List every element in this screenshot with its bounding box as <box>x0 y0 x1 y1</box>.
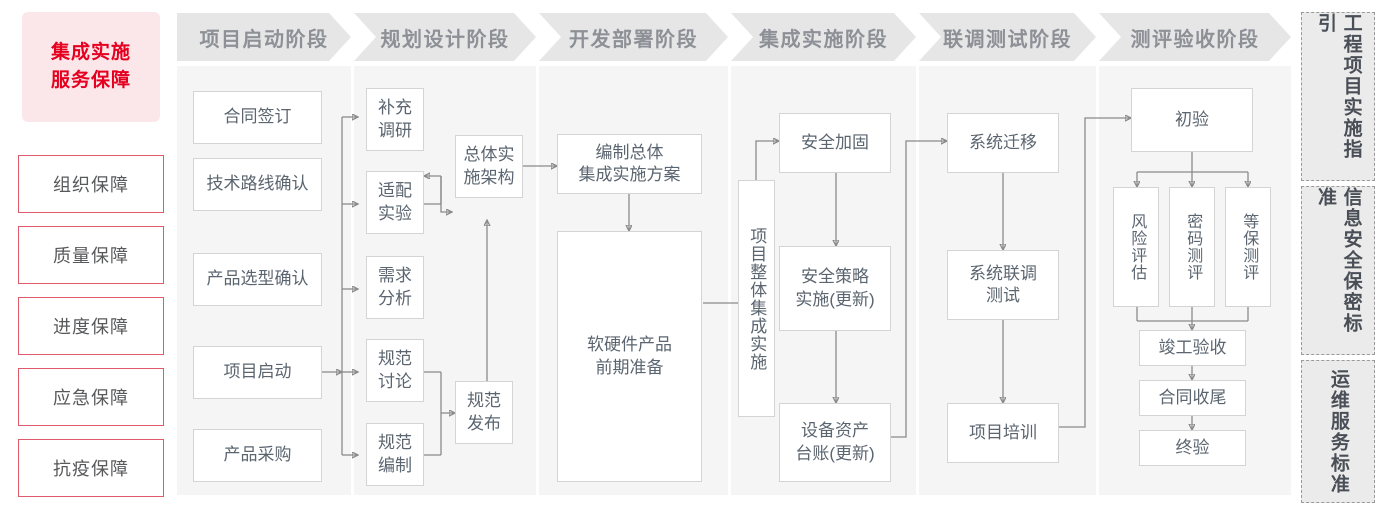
node-label: 安全加固 <box>801 132 869 152</box>
standard-label: 工程项目实施指引 <box>1315 13 1362 160</box>
node-label: 产品选型确认 <box>206 269 309 289</box>
standard-information-security-confidentiality[interactable]: 信息安全保密标准 <box>1301 186 1375 355</box>
rail-item-emergency[interactable]: 应急保障 <box>18 368 164 426</box>
node-label: 终验 <box>1175 437 1210 457</box>
node-label: 项目整体集成实施 <box>747 226 767 371</box>
phase-header-label: 开发部署阶段 <box>569 28 698 51</box>
node-project-kickoff[interactable]: 项目启动 <box>193 346 322 399</box>
rail-title-line2: 服务保障 <box>50 70 131 91</box>
node-label-line1: 系统联调 <box>969 263 1037 283</box>
node-label-line1: 规范 <box>378 433 412 453</box>
phase-header-label: 集成实施阶段 <box>759 28 888 51</box>
node-security-hardening[interactable]: 安全加固 <box>779 113 891 173</box>
rail-item-label: 进度保障 <box>53 317 129 337</box>
node-standard-release[interactable]: 规范发布 <box>455 381 513 444</box>
node-draft-overall-integration-plan[interactable]: 编制总体集成实施方案 <box>557 134 702 194</box>
node-label-line2: 施架构 <box>463 167 515 187</box>
node-completion-acceptance[interactable]: 竣工验收 <box>1139 330 1246 366</box>
node-label: 竣工验收 <box>1158 337 1227 357</box>
standard-label: 运维服务标准 <box>1327 368 1349 495</box>
node-label: 初验 <box>1175 109 1209 129</box>
node-label-line1: 需求 <box>378 266 412 286</box>
node-final-acceptance[interactable]: 终验 <box>1139 430 1246 466</box>
phase-header-3[interactable]: 开发部署阶段 <box>539 13 728 61</box>
node-label-line1: 补充 <box>378 98 412 118</box>
node-standard-discussion[interactable]: 规范讨论 <box>366 339 424 402</box>
rail-item-organization[interactable]: 组织保障 <box>18 155 164 213</box>
phase-header-5[interactable]: 联调测试阶段 <box>919 13 1096 61</box>
node-label-line2: 测试 <box>986 286 1020 305</box>
node-security-policy-implementation[interactable]: 安全策略实施(更新) <box>779 246 891 331</box>
node-contract-signing[interactable]: 合同签订 <box>193 91 322 144</box>
node-label: 合同收尾 <box>1158 387 1227 407</box>
rail-item-label: 抗疫保障 <box>53 459 129 479</box>
node-label-line1: 安全策略 <box>800 267 869 287</box>
node-label-line2: 编制 <box>378 455 412 475</box>
phase-header-label: 测评验收阶段 <box>1130 28 1260 51</box>
node-label: 系统迁移 <box>969 132 1037 152</box>
node-label: 技术路线确认 <box>206 174 309 194</box>
node-label-line1: 软硬件产品 <box>587 335 672 355</box>
rail-item-label: 组织保障 <box>53 175 129 195</box>
node-label-line1: 编制总体 <box>595 142 664 162</box>
node-label-line1: 设备资产 <box>800 421 869 441</box>
rail-title: 集成实施 服务保障 <box>22 12 160 122</box>
node-hardware-software-preparation[interactable]: 软硬件产品前期准备 <box>557 231 702 482</box>
rail-item-schedule[interactable]: 进度保障 <box>18 297 164 355</box>
node-label: 密码测评 <box>1184 213 1202 281</box>
node-label-line1: 规范 <box>467 391 501 411</box>
node-product-model-confirm[interactable]: 产品选型确认 <box>193 253 322 306</box>
rail-item-epidemic[interactable]: 抗疫保障 <box>18 439 164 497</box>
phase-header-1[interactable]: 项目启动阶段 <box>177 13 351 61</box>
node-label-line1: 总体实 <box>463 145 515 165</box>
node-label: 产品采购 <box>223 445 292 465</box>
phase-header-6[interactable]: 测评验收阶段 <box>1099 13 1291 61</box>
standard-engineering-project-implementation-guide[interactable]: 工程项目实施指引 <box>1301 12 1375 181</box>
node-label-line2: 台账(更新) <box>795 443 875 463</box>
node-equipment-asset-ledger[interactable]: 设备资产台账(更新) <box>779 403 891 482</box>
node-requirement-analysis[interactable]: 需求分析 <box>366 256 424 319</box>
node-cryptography-evaluation[interactable]: 密码测评 <box>1169 187 1215 307</box>
node-mlps-evaluation[interactable]: 等保测评 <box>1225 187 1271 307</box>
node-risk-assessment[interactable]: 风险评估 <box>1113 187 1159 307</box>
rail-item-label: 应急保障 <box>53 388 129 408</box>
node-label-line2: 讨论 <box>378 371 412 391</box>
node-label: 项目启动 <box>223 362 292 382</box>
rail-title-line1: 集成实施 <box>50 42 131 64</box>
node-product-purchase[interactable]: 产品采购 <box>193 429 322 482</box>
node-tech-route-confirm[interactable]: 技术路线确认 <box>193 158 322 211</box>
node-label: 风险评估 <box>1128 213 1146 281</box>
phase-header-label: 联调测试阶段 <box>943 28 1072 51</box>
phase-header-2[interactable]: 规划设计阶段 <box>354 13 536 61</box>
node-contract-closeout[interactable]: 合同收尾 <box>1139 380 1246 416</box>
node-label-line1: 规范 <box>378 349 412 369</box>
rail-item-quality[interactable]: 质量保障 <box>18 226 164 284</box>
node-overall-implementation-architecture[interactable]: 总体实施架构 <box>455 135 523 198</box>
node-system-migration[interactable]: 系统迁移 <box>947 113 1059 173</box>
node-label-line2: 发布 <box>467 413 501 433</box>
node-system-joint-test[interactable]: 系统联调测试 <box>947 250 1059 320</box>
standard-label: 信息安全保密标准 <box>1315 187 1362 334</box>
node-adaptation-experiment[interactable]: 适配实验 <box>366 171 424 234</box>
phase-header-4[interactable]: 集成实施阶段 <box>731 13 916 61</box>
node-label-line2: 实施(更新) <box>795 289 875 309</box>
rail-item-label: 质量保障 <box>53 246 129 266</box>
node-overall-project-integration[interactable]: 项目整体集成实施 <box>738 180 775 417</box>
node-standard-drafting[interactable]: 规范编制 <box>366 423 424 486</box>
node-label-line2: 集成实施方案 <box>578 165 681 184</box>
node-label: 项目培训 <box>969 422 1037 442</box>
node-label-line1: 适配 <box>378 181 412 201</box>
node-preliminary-acceptance[interactable]: 初验 <box>1131 88 1253 152</box>
phase-header-label: 规划设计阶段 <box>380 28 510 51</box>
node-label-line2: 分析 <box>378 288 412 308</box>
node-label-line2: 实验 <box>378 203 412 223</box>
node-label: 合同签订 <box>223 107 292 127</box>
node-label-line2: 调研 <box>378 120 412 140</box>
standard-operations-service[interactable]: 运维服务标准 <box>1301 360 1375 503</box>
node-project-training[interactable]: 项目培训 <box>947 403 1059 463</box>
node-label-line2: 前期准备 <box>595 357 664 377</box>
phase-header-label: 项目启动阶段 <box>199 28 329 51</box>
node-label: 等保测评 <box>1240 213 1258 281</box>
node-supplementary-research[interactable]: 补充调研 <box>366 88 424 151</box>
